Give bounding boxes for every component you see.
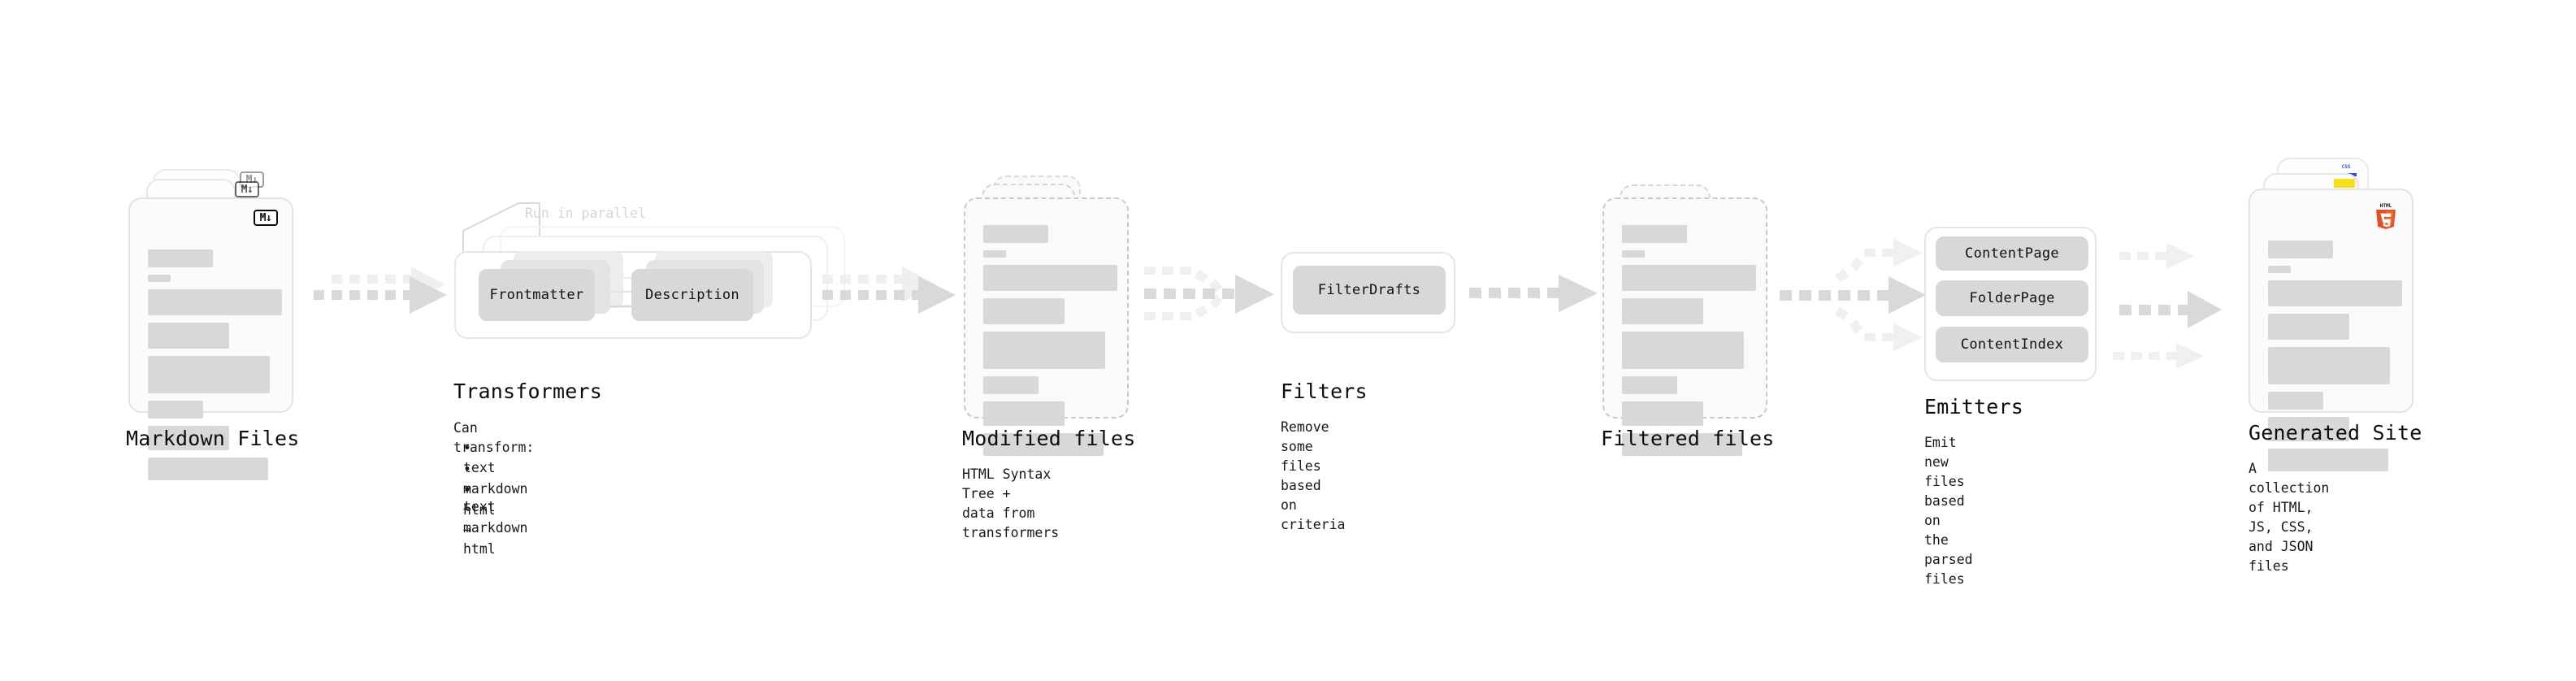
- stage-title-modified-files: Modified files: [962, 427, 1136, 450]
- transformers-desc: Can transform:: [453, 420, 535, 455]
- skeleton-bar: [2268, 449, 2388, 471]
- arrow-markdown-to-transformers: [314, 267, 447, 314]
- skeleton-bar: [148, 275, 171, 282]
- skeleton-bar: [148, 249, 213, 267]
- transformers-bullet-0: • text → text: [463, 440, 496, 514]
- stage-title-filters: Filters: [1281, 380, 1368, 403]
- emitters-desc: Emit new files based on the parsed files: [1924, 435, 1973, 587]
- emitter-pill-contentpage[interactable]: ContentPage: [1936, 236, 2088, 271]
- skeleton-bar: [2268, 241, 2333, 258]
- skeleton-bar: [148, 426, 229, 450]
- js-icon: [2334, 179, 2355, 188]
- skeleton-bar: [1622, 433, 1742, 456]
- transformers-bullet-1: • markdown → markdown: [463, 462, 528, 536]
- skeleton-bar: [983, 250, 1006, 258]
- markdown-card-skeleton: [148, 249, 282, 488]
- skeleton-bar: [148, 458, 268, 480]
- html5-icon: HTML: [2376, 203, 2396, 229]
- modified-card-front: [964, 197, 1129, 456]
- generated-card-skeleton: [2268, 241, 2402, 479]
- skeleton-bar: [983, 265, 1117, 291]
- skeleton-bar: [1622, 401, 1703, 426]
- stage-title-filtered-files: Filtered files: [1601, 427, 1775, 450]
- filter-pill-filterdrafts[interactable]: FilterDrafts: [1293, 266, 1446, 314]
- skeleton-bar: [2268, 280, 2402, 306]
- skeleton-bar: [2268, 347, 2390, 384]
- skeleton-bar: [1622, 376, 1677, 394]
- skeleton-bar: [1622, 298, 1703, 324]
- stage-title-markdown-files: Markdown Files: [126, 427, 300, 450]
- transformer-pill-frontmatter[interactable]: Frontmatter: [479, 269, 595, 321]
- stage-title-emitters: Emitters: [1924, 395, 2024, 419]
- skeleton-bar: [983, 332, 1105, 369]
- arrow-filters-to-filtered: [1469, 275, 1598, 312]
- arrow-filtered-to-emitters: [1780, 239, 1926, 351]
- skeleton-bar: [1622, 265, 1756, 291]
- skeleton-bar: [148, 401, 203, 419]
- filters-desc: Remove some files based on criteria: [1281, 419, 1346, 532]
- skeleton-bar: [1622, 225, 1687, 243]
- emitter-pill-contentindex[interactable]: ContentIndex: [1936, 327, 2088, 362]
- skeleton-bar: [148, 289, 282, 315]
- filtered-card-front: [1602, 197, 1767, 456]
- emitter-pill-folderpage[interactable]: FolderPage: [1936, 280, 2088, 316]
- arrow-modified-to-filters: [1144, 267, 1274, 320]
- skeleton-bar: [983, 225, 1048, 243]
- skeleton-bar: [983, 401, 1065, 426]
- skeleton-bar: [2268, 417, 2349, 441]
- modified-card-skeleton: [983, 225, 1117, 463]
- filtered-card-skeleton: [1622, 225, 1756, 463]
- stage-title-transformers: Transformers: [453, 380, 603, 403]
- markdown-card-front: M↓: [128, 197, 293, 480]
- arrow-transformers-to-modified: [822, 267, 956, 314]
- markdown-icon: M↓: [254, 210, 278, 226]
- generated-card-front: HTML: [2249, 189, 2413, 471]
- skeleton-bar: [2268, 392, 2323, 410]
- skeleton-bar: [2268, 266, 2291, 273]
- arrow-emitters-to-generated: [2113, 243, 2222, 369]
- stage-title-generated-site: Generated Site: [2249, 421, 2422, 445]
- modified-files-desc: HTML Syntax Tree + data from transformer…: [962, 466, 1060, 540]
- run-in-parallel-bracket: [462, 202, 540, 255]
- run-in-parallel-label: Run in parallel: [525, 206, 647, 221]
- skeleton-bar: [983, 298, 1065, 324]
- skeleton-bar: [148, 323, 229, 349]
- generated-site-desc: A collection of HTML, JS, CSS, and JSON …: [2249, 461, 2330, 574]
- skeleton-bar: [983, 376, 1039, 394]
- skeleton-bar: [1622, 332, 1744, 369]
- transformers-bullet-2: • html → html: [463, 483, 496, 557]
- skeleton-bar: [1622, 250, 1645, 258]
- skeleton-bar: [2268, 314, 2349, 340]
- skeleton-bar: [148, 356, 270, 393]
- svg-text:HTML: HTML: [2380, 203, 2392, 209]
- transformer-pill-description[interactable]: Description: [631, 269, 753, 321]
- markdown-icon-back-1: M↓: [235, 181, 259, 197]
- skeleton-bar: [983, 433, 1104, 456]
